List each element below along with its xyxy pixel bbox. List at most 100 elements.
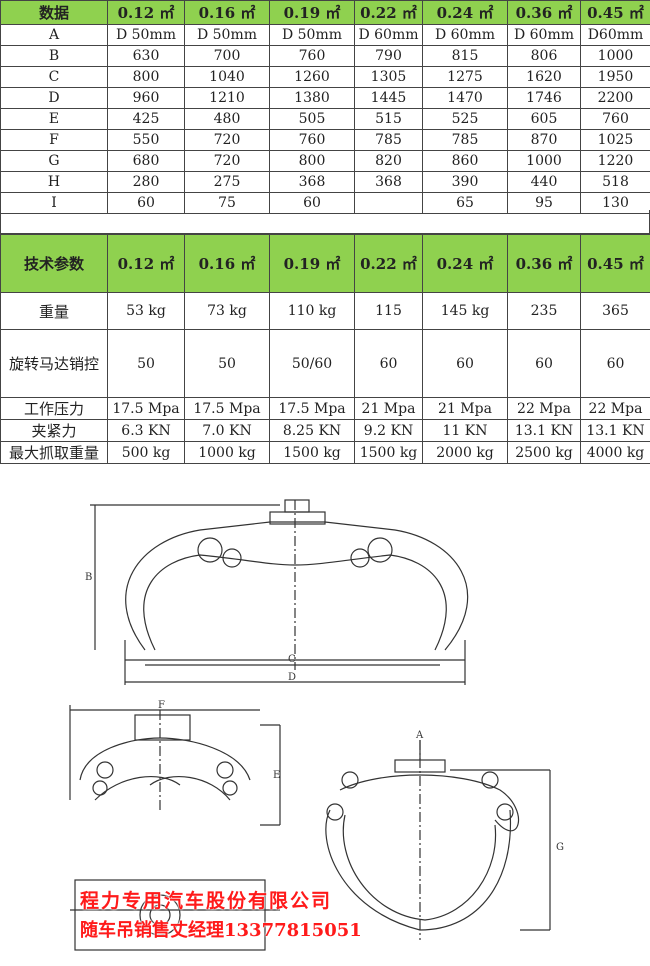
table-cell: 50: [184, 329, 270, 398]
table-cell: 8.25 KN: [269, 419, 355, 442]
table-cell: 0.45 ㎡: [580, 0, 650, 25]
spacer-row: [0, 210, 650, 234]
row-label: 重量: [0, 292, 108, 330]
table-cell: 2000 kg: [422, 441, 508, 464]
label-D: D: [288, 672, 296, 683]
label-A: A: [415, 730, 424, 741]
table-cell: 280: [107, 171, 185, 193]
table-cell: 605: [507, 108, 581, 130]
table-cell: 525: [422, 108, 508, 130]
table-cell: D 50mm: [107, 24, 185, 46]
table-cell: 1000: [507, 150, 581, 172]
table-cell: 480: [184, 108, 270, 130]
table-cell: 760: [269, 129, 355, 151]
table-cell: 0.36 ㎡: [507, 0, 581, 25]
side-view-diagram: [69, 705, 281, 826]
table-cell: 6.3 KN: [107, 419, 185, 442]
row-label: 夹紧力: [0, 419, 108, 442]
row-label: 技术参数: [0, 234, 108, 293]
table-cell: 518: [580, 171, 650, 193]
table-cell: 11 KN: [422, 419, 508, 442]
table-cell: 60: [354, 329, 423, 398]
row-label: 工作压力: [0, 397, 108, 420]
table-cell: 4000 kg: [580, 441, 650, 464]
table-cell: 0.24 ㎡: [422, 0, 508, 25]
row-label: G: [0, 150, 108, 172]
table-cell: 440: [507, 171, 581, 193]
table-cell: 2500 kg: [507, 441, 581, 464]
label-E: E: [273, 770, 280, 781]
table-cell: 790: [354, 45, 423, 67]
table-cell: 73 kg: [184, 292, 270, 330]
table-cell: 60: [580, 329, 650, 398]
table-cell: 390: [422, 171, 508, 193]
row-label: A: [0, 24, 108, 46]
table-cell: 13.1 KN: [580, 419, 650, 442]
table-cell: 505: [269, 108, 355, 130]
table-cell: 1275: [422, 66, 508, 88]
table-cell: D 50mm: [269, 24, 355, 46]
table-cell: 500 kg: [107, 441, 185, 464]
table-cell: 1000 kg: [184, 441, 270, 464]
table-cell: 50: [107, 329, 185, 398]
table-cell: 630: [107, 45, 185, 67]
table-cell: 65: [422, 192, 508, 214]
table-cell: 1445: [354, 87, 423, 109]
table-cell: 53 kg: [107, 292, 185, 330]
row-label: F: [0, 129, 108, 151]
table-cell: 1470: [422, 87, 508, 109]
table-cell: 815: [422, 45, 508, 67]
table-cell: 720: [184, 150, 270, 172]
label-C: C: [288, 654, 296, 665]
table-cell: 1040: [184, 66, 270, 88]
table-cell: 550: [107, 129, 185, 151]
table-cell: D 60mm: [422, 24, 508, 46]
table-cell: 1025: [580, 129, 650, 151]
table-cell: 0.19 ㎡: [269, 234, 355, 293]
row-label: B: [0, 45, 108, 67]
open-view-diagram: [325, 740, 551, 940]
contact-watermark: 随车吊销售丈经理13377815051: [80, 920, 362, 941]
table-cell: D 50mm: [184, 24, 270, 46]
table-cell: 1220: [580, 150, 650, 172]
table-cell: D 60mm: [507, 24, 581, 46]
table-cell: 1380: [269, 87, 355, 109]
company-watermark: 程力专用汽车股份有限公司: [80, 890, 333, 912]
table-cell: 960: [107, 87, 185, 109]
top-view-diagram: [70, 879, 280, 951]
table-cell: 785: [422, 129, 508, 151]
table-cell: 860: [422, 150, 508, 172]
table-cell: 425: [107, 108, 185, 130]
table-cell: 820: [354, 150, 423, 172]
table-cell: 145 kg: [422, 292, 508, 330]
table-cell: 1500 kg: [269, 441, 355, 464]
table-cell: 95: [507, 192, 581, 214]
table-cell: 0.24 ㎡: [422, 234, 508, 293]
table-cell: 0.22 ㎡: [354, 0, 423, 25]
row-label: I: [0, 192, 108, 214]
row-label: 最大抓取重量: [0, 441, 108, 464]
table-cell: 806: [507, 45, 581, 67]
row-label: 数据: [0, 0, 108, 25]
table-cell: 700: [184, 45, 270, 67]
table-cell: 1305: [354, 66, 423, 88]
table-cell: 1500 kg: [354, 441, 423, 464]
table-cell: 60: [422, 329, 508, 398]
table-cell: 13.1 KN: [507, 419, 581, 442]
table-cell: 22 Mpa: [580, 397, 650, 420]
table-cell: 368: [269, 171, 355, 193]
table-cell: 720: [184, 129, 270, 151]
table-cell: 115: [354, 292, 423, 330]
row-label: D: [0, 87, 108, 109]
